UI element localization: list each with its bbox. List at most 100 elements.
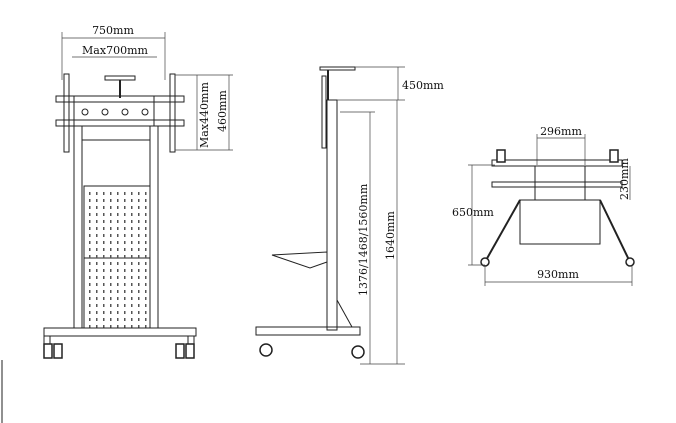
perforation-dot bbox=[145, 206, 147, 209]
dim-overall-width: 750mm bbox=[92, 24, 134, 37]
dim-depth: 650mm bbox=[452, 206, 494, 219]
perforation-dot bbox=[131, 276, 133, 279]
perforation-dot bbox=[117, 325, 119, 328]
perforation-dot bbox=[96, 234, 98, 237]
perforation-dot bbox=[110, 318, 112, 321]
perforation-dot bbox=[117, 276, 119, 279]
perforation-dots bbox=[89, 192, 147, 328]
perforation-dot bbox=[117, 241, 119, 244]
perforation-dot bbox=[110, 220, 112, 223]
perforation-dot bbox=[96, 199, 98, 202]
perforation-dot bbox=[103, 262, 105, 265]
perforation-dot bbox=[110, 311, 112, 314]
perforation-dot bbox=[124, 241, 126, 244]
perforation-dot bbox=[131, 248, 133, 251]
perforation-dot bbox=[145, 304, 147, 307]
perforation-dot bbox=[131, 311, 133, 314]
perforation-dot bbox=[89, 325, 91, 328]
perforation-dot bbox=[124, 276, 126, 279]
perforation-dot bbox=[131, 192, 133, 195]
perforation-dot bbox=[138, 318, 140, 321]
perforation-dot bbox=[89, 318, 91, 321]
perforation-dot bbox=[96, 290, 98, 293]
perforation-dot bbox=[89, 276, 91, 279]
perforation-dot bbox=[131, 262, 133, 265]
perforation-dot bbox=[131, 234, 133, 237]
perforation-dot bbox=[131, 290, 133, 293]
perforation-dot bbox=[145, 248, 147, 251]
side-wheel bbox=[351, 345, 365, 359]
perforation-dot bbox=[89, 262, 91, 265]
perforation-dot bbox=[110, 227, 112, 230]
perforation-dot bbox=[103, 227, 105, 230]
perforation-dot bbox=[110, 297, 112, 300]
perforation-dot bbox=[103, 199, 105, 202]
side-wheel bbox=[259, 343, 273, 357]
perforation-dot bbox=[96, 192, 98, 195]
perforation-dot bbox=[96, 248, 98, 251]
perforation-dot bbox=[138, 248, 140, 251]
perforation-dot bbox=[124, 318, 126, 321]
perforation-dot bbox=[103, 248, 105, 251]
perforation-dot bbox=[145, 227, 147, 230]
perforation-dot bbox=[103, 290, 105, 293]
perforation-dot bbox=[110, 304, 112, 307]
perforation-dot bbox=[103, 304, 105, 307]
perforation-dot bbox=[89, 206, 91, 209]
perforation-dot bbox=[103, 220, 105, 223]
perforation-dot bbox=[145, 318, 147, 321]
perforation-dot bbox=[110, 325, 112, 328]
perforation-dot bbox=[89, 213, 91, 216]
perforation-dot bbox=[124, 269, 126, 272]
perforation-dot bbox=[96, 318, 98, 321]
perforation-dot bbox=[117, 234, 119, 237]
perforation-dot bbox=[124, 297, 126, 300]
perforation-dot bbox=[117, 192, 119, 195]
top-view: 296mm 230mm 650mm 930mm bbox=[452, 125, 635, 286]
perforation-dot bbox=[96, 206, 98, 209]
perforation-dot bbox=[131, 297, 133, 300]
perforation-dot bbox=[145, 290, 147, 293]
perforation-dot bbox=[117, 206, 119, 209]
perforation-dot bbox=[89, 269, 91, 272]
perforation-dot bbox=[145, 241, 147, 244]
perforation-dot bbox=[89, 241, 91, 244]
perforation-dot bbox=[124, 311, 126, 314]
perforation-dot bbox=[117, 248, 119, 251]
perforation-dot bbox=[96, 227, 98, 230]
perforation-dot bbox=[145, 311, 147, 314]
perforation-dot bbox=[96, 325, 98, 328]
perforation-dot bbox=[117, 199, 119, 202]
perforation-dot bbox=[138, 199, 140, 202]
perforation-dot bbox=[124, 290, 126, 293]
perforation-dot bbox=[117, 297, 119, 300]
perforation-dot bbox=[117, 213, 119, 216]
perforation-dot bbox=[117, 262, 119, 265]
perforation-dot bbox=[145, 213, 147, 216]
perforation-dot bbox=[96, 276, 98, 279]
dim-plate-height: 230mm bbox=[618, 158, 631, 200]
perforation-dot bbox=[138, 262, 140, 265]
perforation-dot bbox=[145, 220, 147, 223]
perforation-dot bbox=[124, 325, 126, 328]
perforation-dot bbox=[124, 199, 126, 202]
side-view: 450mm 1376/1468/1560mm 1640mm bbox=[255, 66, 444, 365]
perforation-dot bbox=[145, 199, 147, 202]
dim-plate-width: 296mm bbox=[540, 125, 582, 138]
perforation-dot bbox=[103, 206, 105, 209]
dim-total-height: 1640mm bbox=[384, 211, 397, 260]
perforation-dot bbox=[124, 192, 126, 195]
perforation-dot bbox=[110, 255, 112, 258]
perforation-dot bbox=[89, 234, 91, 237]
perforation-dot bbox=[110, 262, 112, 265]
perforation-dot bbox=[110, 283, 112, 286]
perforation-dot bbox=[117, 255, 119, 258]
perforation-dot bbox=[96, 241, 98, 244]
perforation-dot bbox=[131, 283, 133, 286]
perforation-dot bbox=[131, 269, 133, 272]
side-shelf bbox=[271, 251, 328, 269]
perforation-dot bbox=[131, 325, 133, 328]
perforation-dot bbox=[145, 276, 147, 279]
perforation-dot bbox=[124, 234, 126, 237]
